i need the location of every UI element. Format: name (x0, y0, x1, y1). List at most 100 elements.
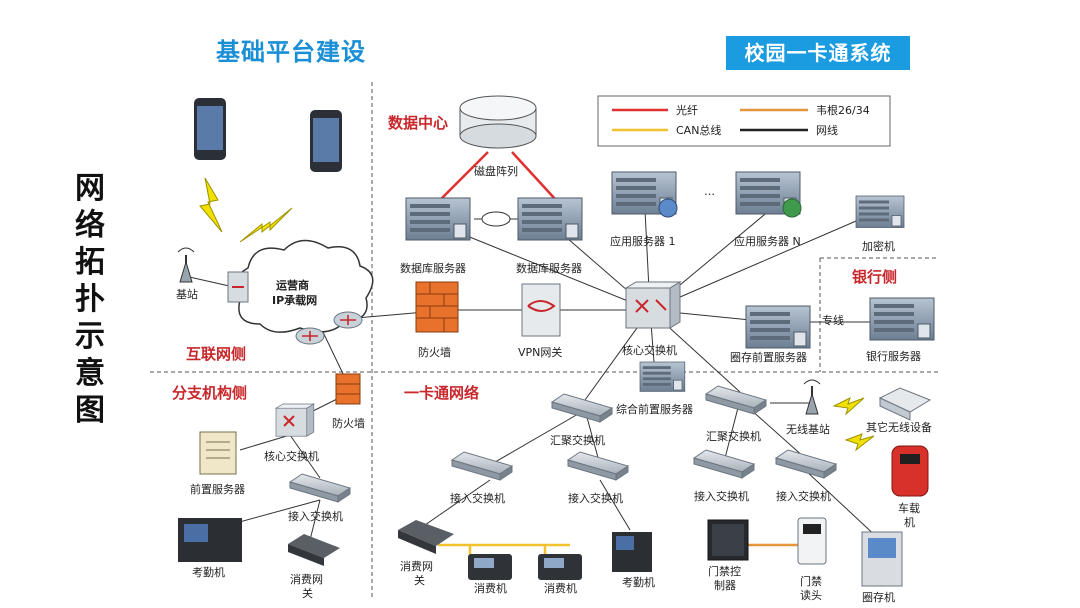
door-controller-icon (707, 519, 749, 561)
legend-can-label: CAN总线 (676, 123, 721, 137)
wireless-device-icon (878, 387, 932, 421)
disk-array-icon (459, 95, 537, 149)
disk-array-label: 磁盘阵列 (474, 164, 518, 178)
agg-switch-icon (705, 385, 767, 415)
access-switch-icon (775, 449, 837, 479)
attendance-2-label: 考勤机 (622, 575, 655, 589)
firewall-label: 防火墙 (418, 345, 451, 359)
consumer-gateway-icon (288, 534, 340, 566)
encryptor-label: 加密机 (862, 239, 895, 253)
firewall-icon (415, 281, 459, 333)
vpn-gateway-icon (521, 283, 561, 337)
core-switch-label: 核心交换机 (622, 343, 677, 357)
door-reader-icon (797, 517, 827, 565)
db-server-2-label: 数据库服务器 (516, 261, 582, 275)
pos-2-label: 消费机 (544, 581, 577, 595)
wireless-signal-icon (239, 207, 293, 243)
legend: 光纤 韦根26/34 CAN总线 网线 (597, 95, 891, 147)
frontend-server-icon (745, 305, 811, 349)
encryptor-icon (855, 195, 905, 228)
consume-gateway-label-2: 关 (414, 573, 425, 587)
attendance-machine-label: 考勤机 (192, 565, 225, 579)
zone-datacenter: 数据中心 (388, 114, 448, 132)
carrier-label-1: 运营商 (276, 278, 309, 292)
branch-front-server-icon (199, 431, 237, 475)
bank-server-label: 银行服务器 (866, 349, 921, 363)
router-icon (295, 327, 325, 345)
legend-cat-label: 韦根26/34 (816, 103, 870, 117)
door-reader-label-2: 读头 (800, 588, 822, 602)
antenna-icon (177, 247, 195, 283)
other-wireless-label: 其它无线设备 (866, 420, 932, 434)
zone-card-network: 一卡通网络 (404, 384, 479, 402)
consume-gateway-label-1: 消费网 (400, 559, 433, 573)
globe-icon (782, 198, 802, 218)
consumer-gateway-icon (398, 520, 454, 554)
access-switch-4-label: 接入交换机 (776, 489, 831, 503)
agg-switch-icon (551, 393, 613, 423)
pos-terminal-icon (468, 554, 512, 580)
access-switch-2-label: 接入交换机 (568, 491, 623, 505)
bank-server-icon (869, 297, 935, 341)
consumer-gateway-label-1: 消费网 (290, 572, 323, 586)
db-server-1-label: 数据库服务器 (400, 261, 466, 275)
wireless-signal-icon (832, 397, 865, 416)
legend-fiber-label: 光纤 (676, 103, 698, 117)
agg-switch-2-label: 汇聚交换机 (706, 429, 761, 443)
side-title: 网络拓扑示意图 (75, 171, 105, 428)
branch-firewall-label: 防火墙 (332, 416, 365, 430)
pos-terminal-icon (538, 554, 582, 580)
antenna-icon (803, 379, 821, 415)
core-switch-icon (625, 281, 681, 329)
app-server-n-label: 应用服务器 N (734, 234, 801, 248)
branch-access-switch-label: 接入交换机 (288, 509, 343, 523)
app-server-1-label: 应用服务器 1 (610, 234, 676, 248)
integrated-frontend-icon (639, 361, 686, 392)
db-server-icon (517, 197, 583, 241)
branch-access-switch-icon (289, 473, 351, 503)
page-title: 基础平台建设 (216, 38, 366, 66)
door-controller-label-1: 门禁控 (708, 564, 741, 578)
door-controller-label-2: 制器 (714, 579, 736, 592)
kiosk-label: 圈存机 (862, 590, 895, 604)
router-icon (333, 311, 363, 329)
frontend-server-label: 圈存前置服务器 (730, 350, 807, 364)
attendance-machine-icon (612, 532, 652, 572)
db-server-icon (405, 197, 471, 241)
branch-front-server-label: 前置服务器 (190, 482, 245, 496)
access-switch-icon (451, 451, 513, 481)
vehicle-label-1: 车载 (898, 501, 920, 515)
dedicated-line-label: 专线 (822, 313, 844, 327)
legend-net-label: 网线 (816, 123, 838, 137)
door-reader-label-1: 门禁 (800, 574, 822, 588)
kiosk-icon (861, 531, 903, 587)
carrier-label-2: IP承载网 (272, 293, 317, 307)
phone-icon (194, 98, 226, 160)
globe-icon (658, 198, 678, 218)
wireless-signal-icon (844, 433, 875, 452)
branch-core-switch-label: 核心交换机 (264, 449, 319, 463)
ellipsis-label: … (704, 185, 715, 198)
access-switch-3-label: 接入交换机 (694, 489, 749, 503)
integrated-frontend-label: 综合前置服务器 (616, 402, 693, 416)
access-switch-icon (693, 449, 755, 479)
branch-core-switch-icon (275, 403, 315, 437)
wireless-signal-icon (199, 177, 223, 233)
router-icon (227, 271, 249, 303)
vehicle-reader-icon (891, 445, 929, 497)
attendance-machine-icon (178, 518, 242, 562)
fiber-links (439, 151, 557, 201)
zone-branch: 分支机构侧 (172, 384, 247, 402)
branch-firewall-icon (335, 373, 361, 405)
phone-icon (310, 110, 342, 172)
access-switch-1-label: 接入交换机 (450, 491, 505, 505)
consumer-gateway-label-2: 关 (302, 586, 313, 600)
wireless-base-label: 无线基站 (786, 422, 830, 436)
agg-switch-1-label: 汇聚交换机 (550, 433, 605, 447)
zone-internet: 互联网侧 (186, 345, 246, 363)
system-badge: 校园一卡通系统 (726, 36, 910, 70)
pos-1-label: 消费机 (474, 581, 507, 595)
base-station-label: 基站 (176, 287, 198, 301)
carrier-cloud-icon (232, 239, 374, 333)
